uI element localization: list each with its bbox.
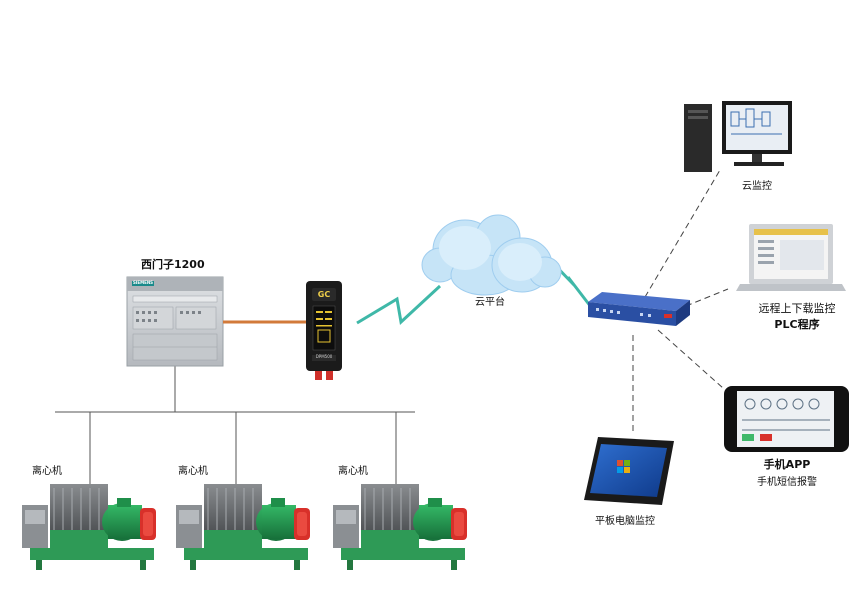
tablet-monitor-label: 平板电脑监控 [595, 516, 655, 527]
remote-program-label-line2: PLC程序 [774, 318, 820, 331]
tablet-icon [584, 437, 674, 505]
centrifuge-label-2: 离心机 [178, 466, 208, 477]
gateway-model: DPM500 [315, 354, 333, 359]
centrifuge-units [22, 484, 467, 570]
centrifuge-icon [333, 484, 467, 570]
cloud-monitor-label: 云监控 [742, 181, 772, 192]
gateway-brand: GC [317, 290, 331, 299]
plc-brand: SIEMENS [133, 280, 154, 285]
centrifuge-label-1: 离心机 [32, 466, 62, 477]
remote-program-label: 远程上下载监控 [758, 302, 836, 315]
centrifuge-icon [22, 484, 156, 570]
router-device [588, 292, 690, 326]
gateway-module [306, 281, 342, 380]
sms-alarm-label: 手机短信报警 [757, 477, 817, 488]
windows-logo-icon [617, 460, 630, 473]
plc-device [126, 276, 224, 367]
wireless-link-left [356, 284, 442, 325]
mobile-app-label: 手机APP [763, 458, 811, 471]
laptop-icon [736, 224, 846, 291]
plc-brand-badge [132, 281, 154, 286]
cloud-platform-label: 云平台 [475, 297, 505, 308]
desktop-computer-icon [684, 101, 792, 172]
router-links [632, 169, 734, 435]
centrifuge-label-3: 离心机 [338, 466, 368, 477]
smartphone-icon [724, 386, 849, 452]
wireless-link-right [550, 260, 593, 308]
centrifuge-icon [176, 484, 310, 570]
plc-label: 西门子1200 [141, 258, 205, 271]
fieldbus-lines [55, 366, 415, 495]
